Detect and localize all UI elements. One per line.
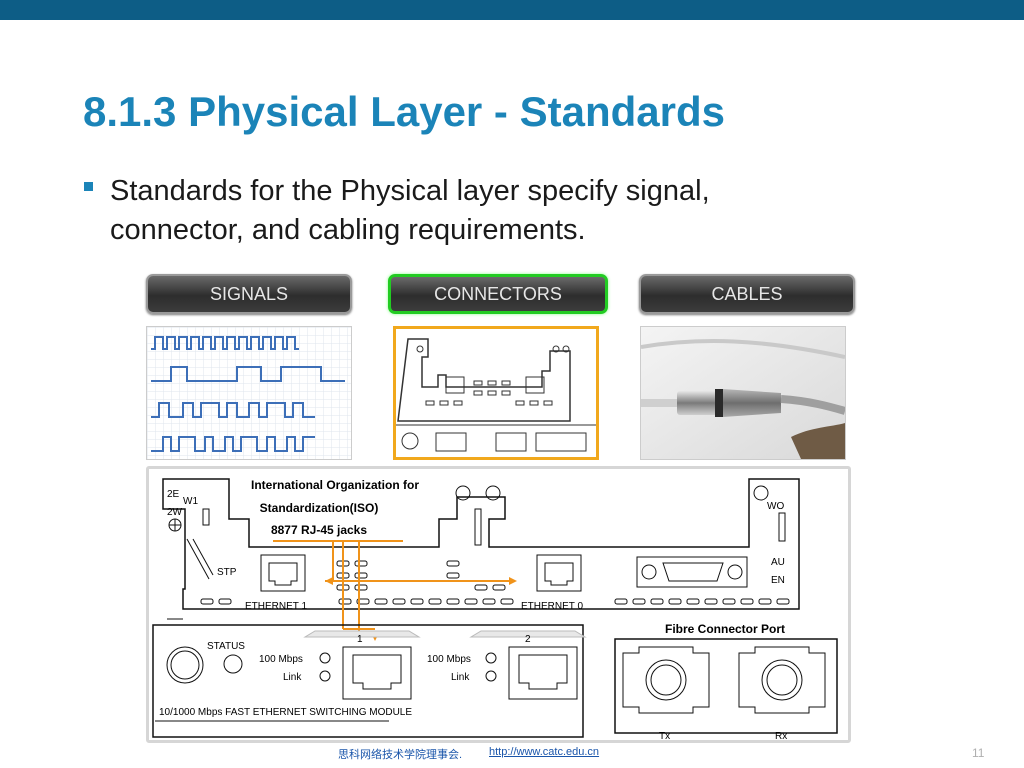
ethernet1-jack bbox=[260, 554, 306, 592]
label-link-port1: Link bbox=[283, 672, 302, 683]
tab-cables[interactable]: CABLES bbox=[639, 274, 855, 314]
port2-speed-led bbox=[485, 652, 497, 664]
iso-title-line3: 8877 RJ-45 jacks bbox=[271, 523, 367, 537]
label-port2: 2 bbox=[525, 634, 531, 645]
footer-link[interactable]: http://www.catc.edu.cn bbox=[489, 746, 600, 758]
port1-link-led bbox=[319, 670, 331, 682]
serial-port bbox=[636, 556, 748, 588]
signal-waveforms-graphic bbox=[147, 327, 351, 459]
top-bar bbox=[0, 0, 1024, 20]
screw-icon bbox=[455, 485, 471, 501]
connectors-thumbnail[interactable] bbox=[393, 326, 599, 460]
iso-title-line2: Standardization(ISO) bbox=[260, 501, 379, 515]
label-stp: STP bbox=[217, 567, 237, 578]
rj45-pointer-lines bbox=[325, 541, 513, 633]
screw-icon bbox=[485, 485, 501, 501]
tab-signals[interactable]: SIGNALS bbox=[146, 274, 352, 314]
label-2e: 2E bbox=[167, 489, 180, 500]
cables-thumbnail[interactable] bbox=[640, 326, 847, 460]
label-100mbps-port2: 100 Mbps bbox=[427, 654, 471, 665]
label-au: AU bbox=[771, 557, 785, 568]
module-knob bbox=[166, 646, 204, 684]
label-switching-module: 10/1000 Mbps FAST ETHERNET SWITCHING MOD… bbox=[159, 707, 412, 718]
label-rx: Rx bbox=[775, 731, 787, 740]
bullet-square-icon bbox=[84, 182, 93, 191]
switch-port2-jack bbox=[508, 646, 578, 700]
port1-speed-led bbox=[319, 652, 331, 664]
status-led bbox=[223, 654, 243, 674]
rx-fibre-port bbox=[761, 659, 803, 701]
label-fibre-port: Fibre Connector Port bbox=[665, 622, 785, 636]
ethernet0-jack bbox=[536, 554, 582, 592]
router-panel-graphic: International Organization for Standardi… bbox=[152, 478, 838, 742]
connector-board-graphic bbox=[396, 338, 596, 452]
label-100mbps-port1: 100 Mbps bbox=[259, 654, 303, 665]
fibre-connector-port bbox=[614, 638, 838, 734]
tab-connectors[interactable]: CONNECTORS bbox=[388, 274, 608, 314]
label-2w: 2W bbox=[167, 507, 183, 518]
bullet-text: Standards for the Physical layer specify… bbox=[110, 175, 710, 246]
switch-port1-jack bbox=[342, 646, 412, 700]
label-port1: 1 bbox=[357, 634, 363, 645]
fiber-cable-photo bbox=[640, 327, 847, 459]
label-wo: WO bbox=[767, 501, 784, 512]
port2-link-led bbox=[485, 670, 497, 682]
screw-icon bbox=[753, 485, 769, 501]
label-tx: Tx bbox=[659, 731, 670, 740]
router-connector-diagram: International Organization for Standardi… bbox=[146, 466, 851, 743]
label-w1: W1 bbox=[183, 496, 198, 507]
iso-title-line1: International Organization for bbox=[251, 478, 419, 492]
page-number: 11 bbox=[972, 746, 985, 760]
label-status: STATUS bbox=[207, 641, 245, 652]
label-en: EN bbox=[771, 575, 785, 586]
footer-organization: 思科网络技术学院理事会. bbox=[338, 749, 463, 761]
slide-title: 8.1.3 Physical Layer - Standards bbox=[83, 88, 725, 135]
signals-thumbnail[interactable] bbox=[146, 326, 352, 460]
tx-fibre-port bbox=[645, 659, 687, 701]
label-ethernet1: ETHERNET 1 bbox=[245, 601, 307, 612]
label-link-port2: Link bbox=[451, 672, 470, 683]
label-ethernet0: ETHERNET 0 bbox=[521, 601, 583, 612]
